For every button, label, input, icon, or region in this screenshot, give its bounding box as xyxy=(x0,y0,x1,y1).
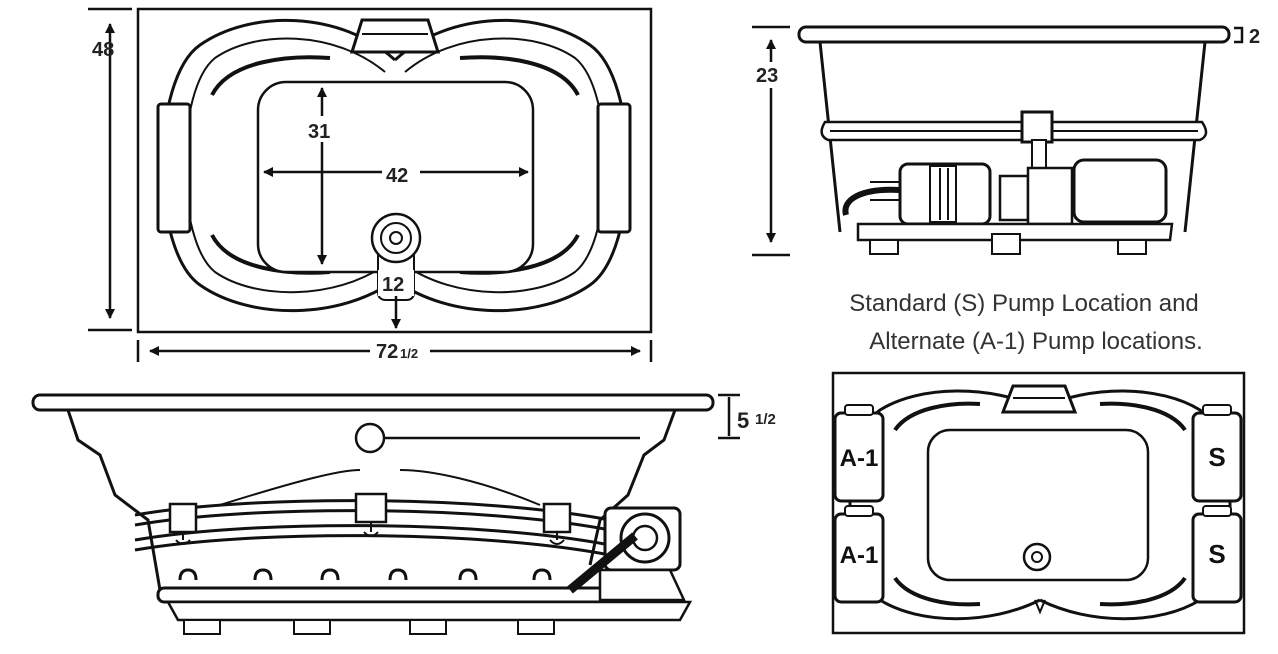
pump-label-s-lower: S xyxy=(1208,539,1225,569)
label-height-23: 23 xyxy=(756,65,778,87)
label-length-72: 72 xyxy=(376,341,398,363)
label-inner-length-42: 42 xyxy=(386,165,408,187)
pump-location-map xyxy=(831,371,1246,635)
label-inner-width-31: 31 xyxy=(308,121,330,143)
pump-label-a1-lower: A-1 xyxy=(840,542,879,569)
pump-label-a1-upper: A-1 xyxy=(840,445,879,472)
label-rim-fraction: 1/2 xyxy=(755,411,776,428)
top-view-dimensions xyxy=(88,7,653,362)
label-rim-5: 5 xyxy=(737,408,749,433)
pump-label-s-upper: S xyxy=(1208,442,1225,472)
side-view-dimensions xyxy=(718,393,740,440)
label-drain-12: 12 xyxy=(382,274,404,296)
label-length-fraction: 1/2 xyxy=(400,346,418,361)
top-view-labels: 48 31 42 12 72 1/2 xyxy=(92,39,420,363)
caption-line-1: Standard (S) Pump Location and xyxy=(849,290,1199,317)
label-rim-2: 2 xyxy=(1249,26,1260,48)
label-width-48: 48 xyxy=(92,39,114,61)
side-view-drawing xyxy=(31,393,715,635)
end-view-drawing xyxy=(797,25,1231,255)
caption-line-2: Alternate (A-1) Pump locations. xyxy=(869,328,1202,355)
